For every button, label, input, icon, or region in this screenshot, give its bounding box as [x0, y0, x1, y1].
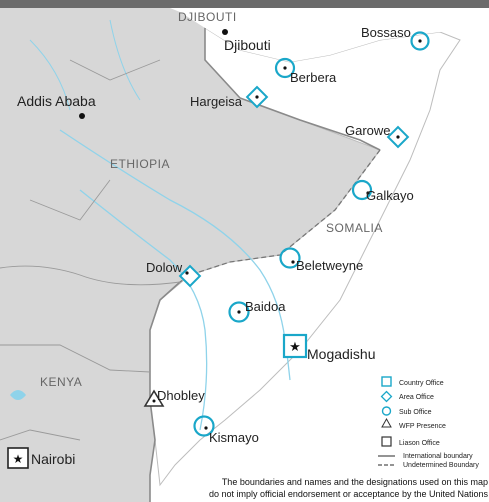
liaison-office-nairobi: ★: [7, 447, 29, 469]
disclaimer-line-2: do not imply official endorsement or acc…: [209, 489, 488, 499]
legend-country-office-symbol: [381, 376, 392, 387]
place-label-djibouti: Djibouti: [224, 37, 271, 53]
place-label-mogadishu: Mogadishu: [307, 346, 376, 362]
area-office-dolow: [178, 264, 202, 288]
legend-sub-office-label: Sub Office: [399, 409, 432, 416]
country-office-mogadishu: ★: [282, 333, 308, 359]
neighbour-land: [0, 0, 380, 502]
legend-country-office-label: Country Office: [399, 380, 444, 387]
svg-text:★: ★: [13, 452, 24, 466]
svg-text:★: ★: [289, 340, 301, 355]
place-label-kismayo: Kismayo: [209, 430, 259, 445]
sub-office-kismayo: [193, 415, 215, 437]
place-label-dhobley: Dhobley: [157, 388, 205, 403]
capital-marker-addis-ababa: [79, 113, 85, 119]
country-label-somalia: SOMALIA: [326, 221, 383, 235]
legend-wfp-presence-symbol: [381, 417, 392, 428]
legend: Country Office Area Office Sub Office WF…: [378, 376, 479, 469]
gulf-of-aden: [205, 0, 489, 62]
legend-liaison-office-label: Liason Office: [399, 440, 440, 447]
place-label-bossaso: Bossaso: [361, 25, 411, 40]
area-office-hargeisa: [245, 85, 269, 109]
place-label-berbera: Berbera: [290, 70, 337, 85]
sub-office-galkayo: [351, 179, 373, 201]
place-label-hargeisa: Hargeisa: [190, 94, 243, 109]
legend-area-office-symbol: [380, 390, 393, 403]
legend-sub-office-symbol: [381, 406, 392, 416]
legend-undetermined-boundary-label: Undetermined Boundary: [403, 462, 479, 469]
place-label-garowe: Garowe: [345, 123, 391, 138]
country-label-djibouti: DJIBOUTI: [178, 10, 237, 24]
legend-international-boundary-label: International boundary: [403, 453, 473, 460]
place-label-baidoa: Baidoa: [245, 299, 286, 314]
lake: [10, 390, 26, 400]
country-label-ethiopia: ETHIOPIA: [110, 157, 170, 171]
river-north: [29, 19, 141, 111]
sub-office-bossaso: [410, 31, 430, 51]
inner-boundaries: [0, 59, 181, 441]
country-label-kenya: KENYA: [40, 375, 82, 389]
place-label-addis-ababa: Addis Ababa: [17, 93, 96, 109]
top-frame: [0, 0, 489, 8]
place-label-beletweyne: Beletweyne: [296, 258, 363, 273]
sub-office-beletweyne: [279, 247, 301, 269]
disclaimer-line-1: The boundaries and names and the designa…: [222, 477, 488, 487]
wfp-presence-dhobley: [143, 389, 165, 407]
place-label-dolow: Dolow: [146, 260, 183, 275]
capital-marker-djibouti: [222, 29, 228, 35]
sub-office-berbera: [274, 57, 296, 79]
area-office-garowe: [386, 125, 410, 149]
place-label-galkayo: Galkayo: [366, 188, 414, 203]
legend-area-office-label: Area Office: [399, 394, 434, 401]
legend-liaison-office-symbol: [381, 436, 392, 447]
river-juba: [79, 189, 208, 431]
sub-office-baidoa: [228, 301, 250, 323]
place-label-nairobi: Nairobi: [31, 451, 75, 467]
legend-wfp-presence-label: WFP Presence: [399, 423, 446, 430]
